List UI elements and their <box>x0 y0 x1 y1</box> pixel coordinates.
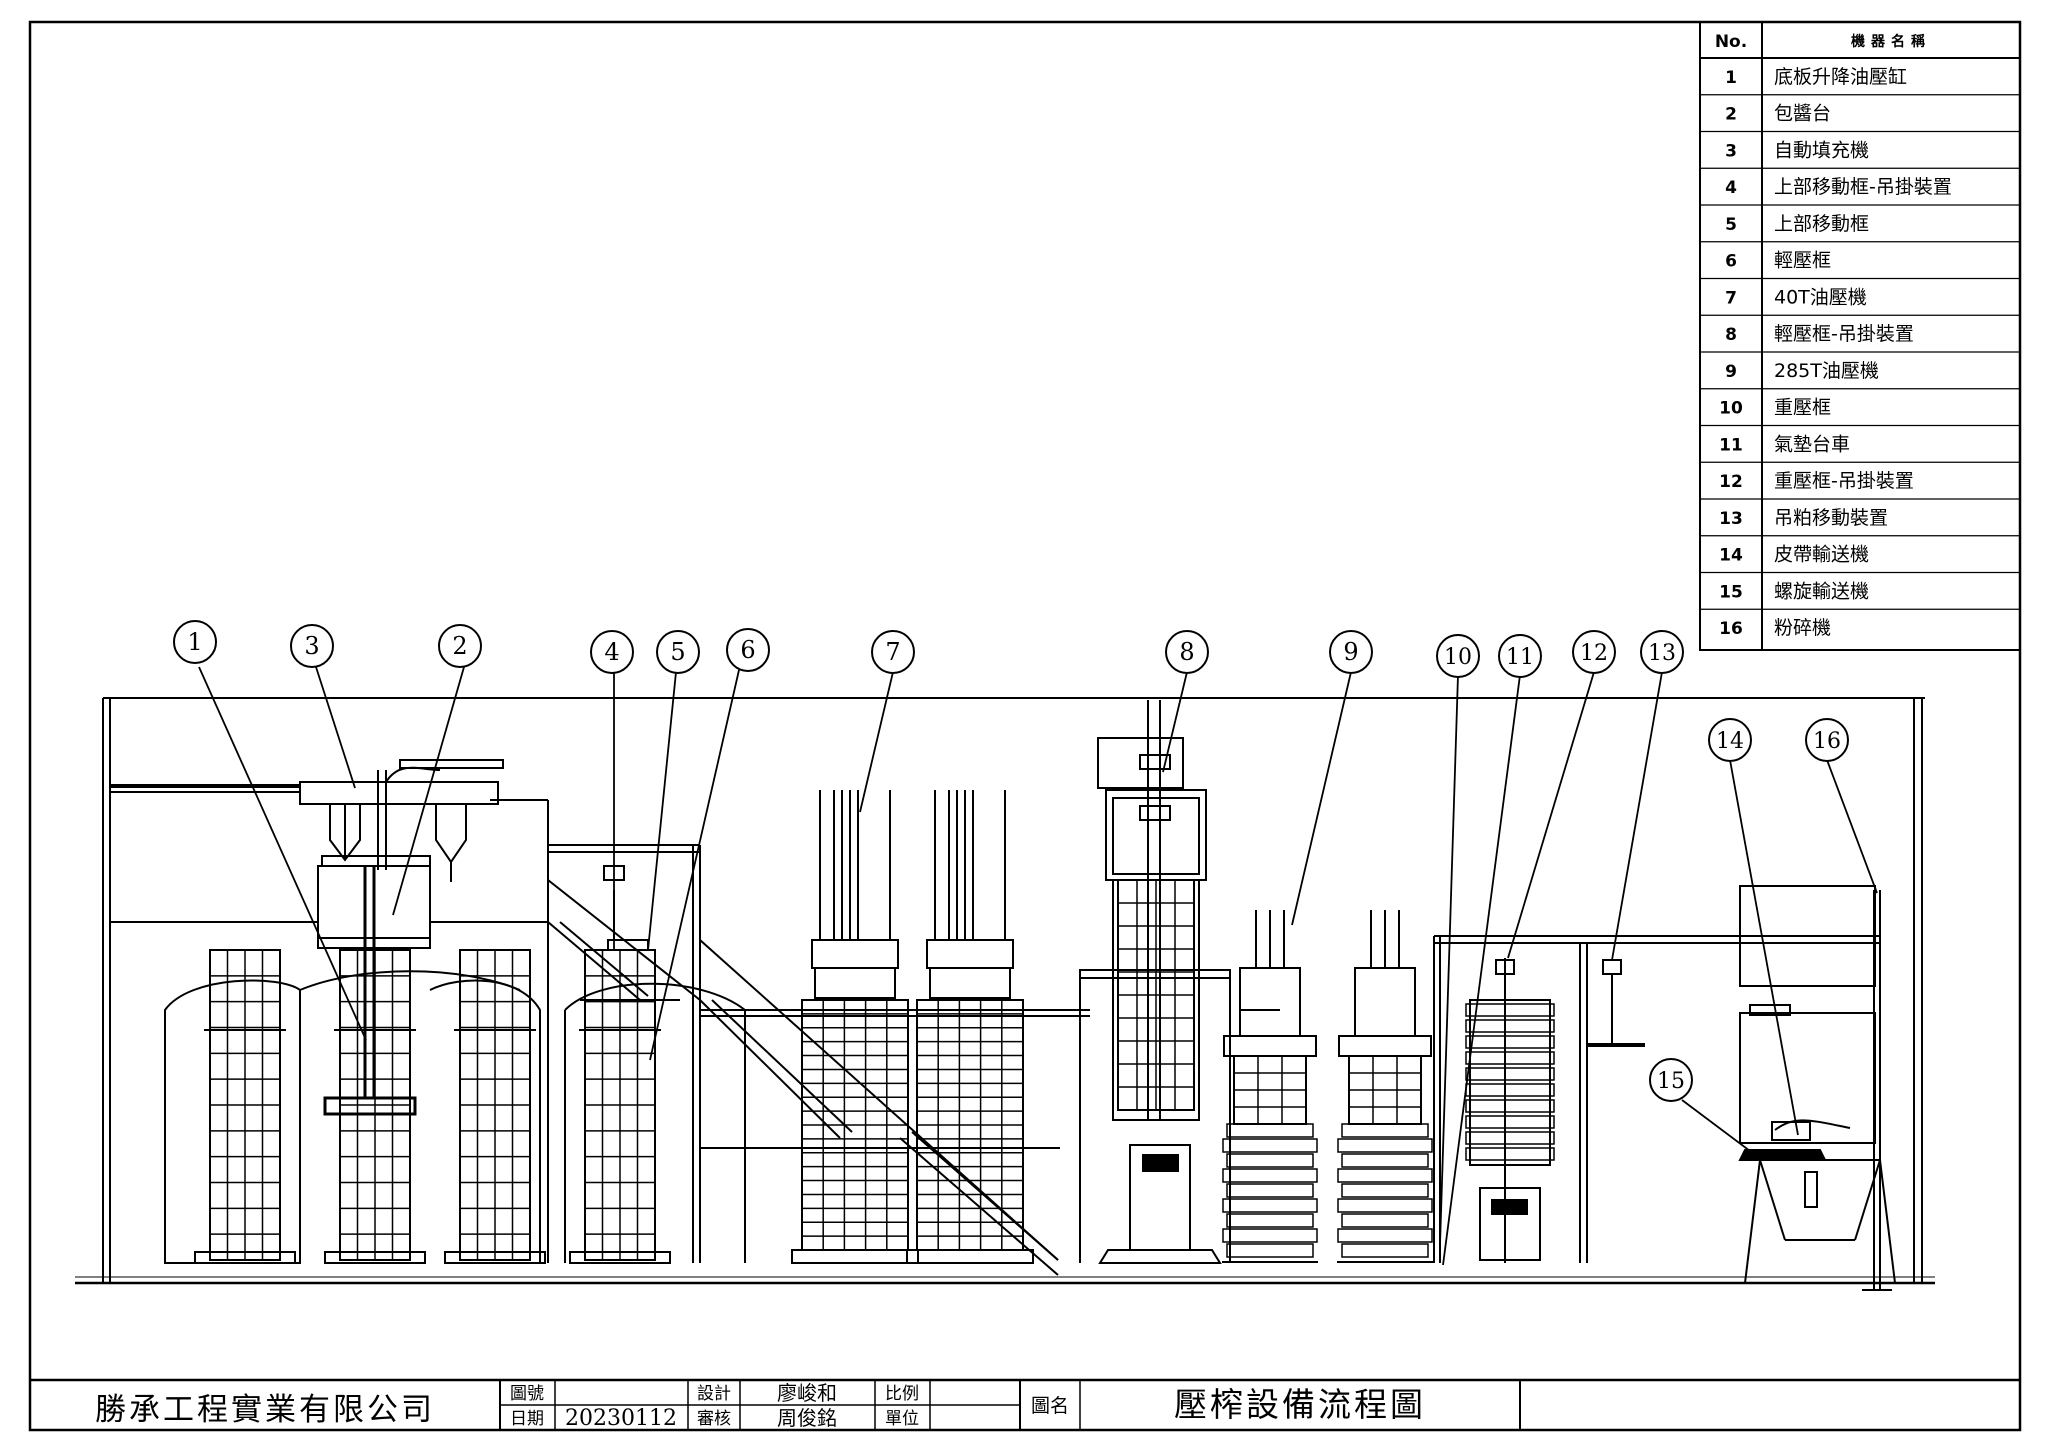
legend-row-name: 輕壓框-吊掛裝置 <box>1774 323 1914 345</box>
legend-row-name: 吊粕移動裝置 <box>1774 507 1888 529</box>
callout-number: 8 <box>1179 638 1194 666</box>
callout-number: 9 <box>1343 638 1358 666</box>
drawing-no-label: 圖號 <box>510 1384 544 1404</box>
callout-number: 10 <box>1444 645 1472 670</box>
drawing-name: 壓榨設備流程圖 <box>1174 1385 1426 1424</box>
callout-circle <box>1498 634 1542 678</box>
legend-row-name: 上部移動框-吊掛裝置 <box>1774 176 1952 198</box>
press-285t <box>1222 910 1433 1263</box>
legend-row-name: 皮帶輸送機 <box>1774 544 1869 566</box>
legend-row-no: 6 <box>1725 252 1737 272</box>
design-label: 設計 <box>697 1384 731 1404</box>
drawing-name-label: 圖名 <box>1031 1395 1069 1417</box>
callout-number: 14 <box>1716 729 1744 754</box>
heavy-press-frame <box>1465 958 1555 1263</box>
callout-number: 7 <box>885 638 900 666</box>
callout-leaders <box>198 666 1878 1266</box>
legend-row-no: 7 <box>1725 288 1737 308</box>
callout-number: 15 <box>1657 1069 1685 1094</box>
title-block <box>30 1378 2020 1430</box>
callout-number: 2 <box>452 632 467 660</box>
light-press-frame-hanger <box>1079 700 1231 1264</box>
legend-col-no: No. <box>1715 32 1747 52</box>
unit-label: 單位 <box>885 1409 919 1429</box>
callout-number: 3 <box>304 632 319 660</box>
tank-row-left <box>164 865 746 1264</box>
callout-circle <box>590 630 634 674</box>
legend-row-name: 自動填充機 <box>1774 139 1869 161</box>
press-40t <box>791 790 1034 1264</box>
legend-table <box>1699 21 2021 651</box>
legend-row-no: 3 <box>1725 141 1737 161</box>
callout-circle <box>726 628 770 672</box>
callout-circle <box>1436 634 1480 678</box>
legend-row-no: 11 <box>1719 435 1743 455</box>
legend-row-no: 10 <box>1719 399 1743 419</box>
callout-circle <box>173 620 217 664</box>
callout-number: 6 <box>740 636 755 664</box>
callout-circle <box>871 630 915 674</box>
legend-row-no: 16 <box>1719 619 1743 639</box>
legend-row-no: 4 <box>1725 178 1737 198</box>
date-label: 日期 <box>510 1409 544 1429</box>
date-value: 20230112 <box>565 1406 677 1431</box>
callout-circle <box>1649 1058 1693 1102</box>
callout-circle <box>1640 630 1684 674</box>
callout-circle <box>1165 630 1209 674</box>
callout-circle <box>656 630 700 674</box>
company-name: 勝承工程實業有限公司 <box>95 1392 435 1428</box>
legend-row-name: 285T油壓機 <box>1774 360 1879 382</box>
callout-number: 4 <box>604 638 619 666</box>
cake-hoist <box>1587 959 1645 1047</box>
legend-row-name: 重壓框 <box>1774 397 1831 419</box>
callout-number: 13 <box>1648 641 1676 666</box>
legend-row-no: 13 <box>1719 509 1743 529</box>
callout-number: 5 <box>670 638 685 666</box>
legend-row-name: 氣墊台車 <box>1774 433 1850 455</box>
reviewer-name: 周俊銘 <box>777 1406 837 1430</box>
legend-row-name: 螺旋輸送機 <box>1774 580 1869 602</box>
callout-number: 1 <box>187 628 202 656</box>
legend-row-no: 12 <box>1719 472 1743 492</box>
callout-number: 16 <box>1813 729 1841 754</box>
stair-left <box>547 879 1059 1276</box>
legend-col-name: 機器名稱 <box>1851 33 1931 50</box>
legend-row-name: 粉碎機 <box>1774 617 1831 639</box>
callout-circle <box>438 624 482 668</box>
legend-row-no: 9 <box>1725 362 1737 382</box>
callout-number: 11 <box>1506 645 1534 670</box>
legend-row-name: 輕壓框 <box>1774 250 1831 272</box>
legend-row-name: 包醬台 <box>1774 103 1831 125</box>
process-diagram <box>75 666 1935 1291</box>
callout-circle <box>1572 630 1616 674</box>
designer-name: 廖峻和 <box>777 1381 837 1405</box>
callout-number: 12 <box>1580 641 1608 666</box>
callout-circle <box>1329 630 1373 674</box>
callout-circle <box>290 624 334 668</box>
legend-row-name: 底板升降油壓缸 <box>1774 66 1907 88</box>
crusher-station <box>1738 885 1896 1284</box>
callout-circle <box>1708 718 1752 762</box>
callout-circle <box>1805 718 1849 762</box>
auto-filling-machine <box>299 759 504 882</box>
legend-row-no: 14 <box>1719 546 1743 566</box>
review-label: 審核 <box>697 1409 731 1429</box>
sheet-border <box>28 20 2022 1432</box>
legend-row-name: 40T油壓機 <box>1774 286 1867 308</box>
legend-row-no: 8 <box>1725 325 1737 345</box>
legend-row-no: 2 <box>1725 105 1737 125</box>
legend-row-no: 1 <box>1725 68 1737 88</box>
legend-row-no: 15 <box>1719 582 1743 602</box>
legend-row-name: 重壓框-吊掛裝置 <box>1774 470 1914 492</box>
legend-row-name: 上部移動框 <box>1774 213 1869 235</box>
scale-label: 比例 <box>885 1384 919 1404</box>
legend-row-no: 5 <box>1725 215 1737 235</box>
